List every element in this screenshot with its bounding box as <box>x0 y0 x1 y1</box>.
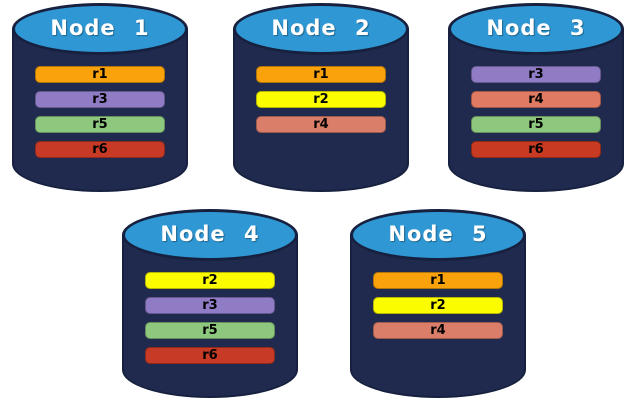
replica-bar-label: r2 <box>430 298 446 313</box>
replica-bar-label: r4 <box>528 92 544 107</box>
node-4-cylinder: Node 4 r2 r3 r5 r6 <box>122 209 298 398</box>
replica-bar: r4 <box>256 116 386 133</box>
replica-bar-label: r2 <box>202 273 218 288</box>
replica-bar-label: r4 <box>430 323 446 338</box>
replica-bar-label: r5 <box>92 117 108 132</box>
replica-bar: r1 <box>35 66 165 83</box>
node-4-replica-list: r2 r3 r5 r6 <box>122 272 298 364</box>
node-title: Node 4 <box>160 222 260 246</box>
node-1-cylinder-top: Node 1 <box>12 3 188 55</box>
replica-bar: r3 <box>471 66 601 83</box>
replica-bar: r5 <box>471 116 601 133</box>
node-2-cylinder: Node 2 r1 r2 r4 <box>233 3 409 192</box>
replica-bar-label: r3 <box>202 298 218 313</box>
replica-bar: r5 <box>35 116 165 133</box>
node-3-replica-list: r3 r4 r5 r6 <box>448 66 624 158</box>
node-1-cylinder-body <box>12 28 188 192</box>
replica-bar: r3 <box>145 297 275 314</box>
replica-bar-label: r3 <box>92 92 108 107</box>
node-3-cylinder: Node 3 r3 r4 r5 r6 <box>448 3 624 192</box>
node-2-cylinder-top: Node 2 <box>233 3 409 55</box>
replica-bar: r6 <box>145 347 275 364</box>
node-title: Node 2 <box>271 16 371 40</box>
replica-bar-label: r6 <box>202 348 218 363</box>
replica-bar: r6 <box>471 141 601 158</box>
replica-bar: r2 <box>145 272 275 289</box>
node-3-cylinder-body <box>448 28 624 192</box>
replica-bar: r4 <box>471 91 601 108</box>
replica-bar: r1 <box>256 66 386 83</box>
replica-bar-label: r5 <box>528 117 544 132</box>
replica-bar-label: r4 <box>313 117 329 132</box>
replica-bar-label: r1 <box>313 67 329 82</box>
node-1-replica-list: r1 r3 r5 r6 <box>12 66 188 158</box>
node-3-cylinder-top: Node 3 <box>448 3 624 55</box>
replica-bar: r4 <box>373 322 503 339</box>
replica-bar: r5 <box>145 322 275 339</box>
replica-bar-label: r1 <box>92 67 108 82</box>
node-1-cylinder: Node 1 r1 r3 r5 r6 <box>12 3 188 192</box>
replica-bar-label: r6 <box>92 142 108 157</box>
node-2-cylinder-body <box>233 28 409 192</box>
replica-bar: r6 <box>35 141 165 158</box>
replica-bar-label: r1 <box>430 273 446 288</box>
replica-bar: r3 <box>35 91 165 108</box>
replica-bar-label: r6 <box>528 142 544 157</box>
node-title: Node 3 <box>486 16 586 40</box>
replica-bar-label: r5 <box>202 323 218 338</box>
node-5-replica-list: r1 r2 r4 <box>350 272 526 339</box>
node-2-replica-list: r1 r2 r4 <box>233 66 409 133</box>
node-4-cylinder-body <box>122 234 298 398</box>
node-4-cylinder-top: Node 4 <box>122 209 298 261</box>
node-title: Node 1 <box>50 16 150 40</box>
replica-bar: r2 <box>373 297 503 314</box>
replica-bar-label: r3 <box>528 67 544 82</box>
replica-bar-label: r2 <box>313 92 329 107</box>
node-5-cylinder: Node 5 r1 r2 r4 <box>350 209 526 398</box>
replica-bar: r2 <box>256 91 386 108</box>
node-5-cylinder-top: Node 5 <box>350 209 526 261</box>
replica-bar: r1 <box>373 272 503 289</box>
node-5-cylinder-body <box>350 234 526 398</box>
node-title: Node 5 <box>388 222 488 246</box>
